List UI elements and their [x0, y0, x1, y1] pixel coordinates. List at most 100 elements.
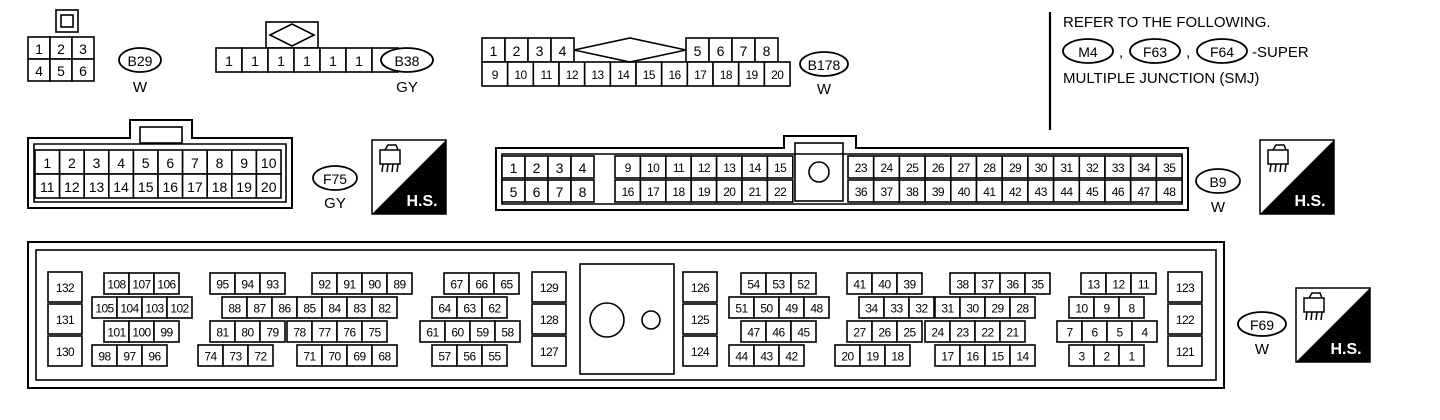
pin-number: 51: [735, 302, 748, 316]
pin-number: 31: [941, 302, 954, 316]
pin-number: 6: [533, 184, 541, 200]
terminal-pin: 93: [259, 272, 286, 295]
terminal-pin: 27: [846, 320, 873, 343]
terminal-pin: 131: [47, 303, 83, 335]
pin-number: 9: [625, 161, 632, 175]
pin-box: [682, 335, 718, 367]
pin-number: 11: [673, 161, 685, 175]
terminal-pin: 6: [524, 179, 549, 203]
terminal-pin: 8: [754, 37, 779, 63]
pin-box: [583, 61, 612, 87]
pin-number: 15: [774, 161, 787, 175]
terminal-pin: 21: [999, 320, 1026, 343]
pin-number: 17: [187, 179, 203, 195]
pin-number: 2: [68, 155, 76, 171]
pin-number: 22: [981, 326, 994, 340]
terminal-pin: 10: [255, 149, 282, 175]
terminal-pin: 15: [984, 344, 1011, 367]
hs-wire-sketch: [396, 163, 399, 173]
pin-number: 1: [329, 53, 337, 69]
terminal-pin: 53: [765, 272, 792, 295]
pin-box: [493, 272, 520, 295]
pin-number: 11: [40, 179, 55, 195]
terminal-pin: 72: [247, 344, 274, 367]
pin-box: [371, 344, 398, 367]
terminal-pin: 11: [532, 61, 560, 87]
pin-box: [345, 47, 373, 73]
harness-side-icon: H.S.: [371, 139, 447, 215]
terminal-pin: 60: [444, 320, 471, 343]
pin-box: [166, 296, 193, 319]
terminal-pin: 33: [1104, 155, 1132, 179]
pin-number: 89: [393, 278, 406, 292]
pin-box: [790, 320, 817, 343]
hs-wire-sketch: [1315, 311, 1318, 321]
ref-separator: ,: [1119, 44, 1123, 61]
terminal-pin: 84: [321, 296, 348, 319]
terminal-pin: 6: [1081, 320, 1108, 343]
pin-number: 96: [148, 350, 161, 364]
terminal-pin: 1: [345, 47, 373, 73]
pin-number: 19: [698, 185, 711, 199]
pin-number: 90: [368, 278, 381, 292]
pin-number: 2: [513, 43, 521, 59]
pin-box: [531, 271, 567, 303]
pin-number: 15: [138, 179, 154, 195]
hs-label: H.S.: [1294, 193, 1325, 210]
terminal-pin: 7: [1056, 320, 1083, 343]
terminal-pin: 75: [361, 320, 388, 343]
terminal-pin: 86: [271, 296, 298, 319]
terminal-pin: 24: [872, 155, 901, 179]
pin-box: [181, 173, 209, 199]
pin-number: 129: [540, 281, 559, 295]
pin-box: [884, 344, 911, 367]
connector-id-b29: B29: [118, 47, 162, 73]
pin-number: 87: [253, 302, 266, 316]
pin-number: 1: [225, 53, 233, 69]
terminal-pin: 25: [896, 320, 923, 343]
terminal-pin: 63: [456, 296, 483, 319]
pin-number: 8: [763, 43, 771, 59]
terminal-pin: 47: [740, 320, 767, 343]
terminal-pin: 12: [1105, 272, 1132, 295]
terminal-pin: 32: [1078, 155, 1106, 179]
pin-number: 32: [915, 302, 928, 316]
terminal-pin: 62: [481, 296, 508, 319]
pin-number: 35: [1031, 278, 1044, 292]
terminal-pin: 78: [286, 320, 313, 343]
pin-box: [386, 272, 413, 295]
terminal-pin: 56: [456, 344, 483, 367]
terminal-pin: 85: [296, 296, 323, 319]
pin-number: 41: [983, 185, 996, 199]
pin-number: 121: [1176, 345, 1195, 359]
pin-number: 80: [241, 326, 254, 340]
pin-number: 39: [903, 278, 916, 292]
pin-number: 10: [1075, 302, 1088, 316]
pin-number: 23: [956, 326, 969, 340]
pin-number: 8: [216, 155, 224, 171]
pin-box: [531, 303, 567, 335]
hs-label: H.S.: [406, 193, 437, 210]
pin-number: 18: [891, 350, 904, 364]
f69-inner: [35, 249, 1217, 381]
terminal-pin: 77: [311, 320, 338, 343]
pin-box: [47, 303, 83, 335]
pin-box: [763, 61, 791, 87]
pin-number: 83: [353, 302, 366, 316]
terminal-pin: 104: [116, 296, 143, 319]
terminal-pin: 50: [753, 296, 780, 319]
terminal-pin: 19: [231, 173, 258, 199]
terminal-pin: 95: [209, 272, 236, 295]
wire-color-text: W: [133, 79, 148, 96]
hs-wire-sketch: [1269, 163, 1272, 173]
pin-box: [660, 61, 689, 87]
f69-large-hole: [589, 302, 625, 338]
pin-box: [153, 272, 180, 295]
ref-oval-m4: [1062, 38, 1114, 64]
pin-number: 13: [591, 68, 604, 82]
terminal-pin: 126: [682, 271, 718, 303]
terminal-pin: 106: [153, 272, 180, 295]
note-line-1: REFER TO THE FOLLOWING.: [1063, 14, 1271, 31]
pin-number: 78: [293, 326, 306, 340]
terminal-pin: 3: [1068, 344, 1095, 367]
